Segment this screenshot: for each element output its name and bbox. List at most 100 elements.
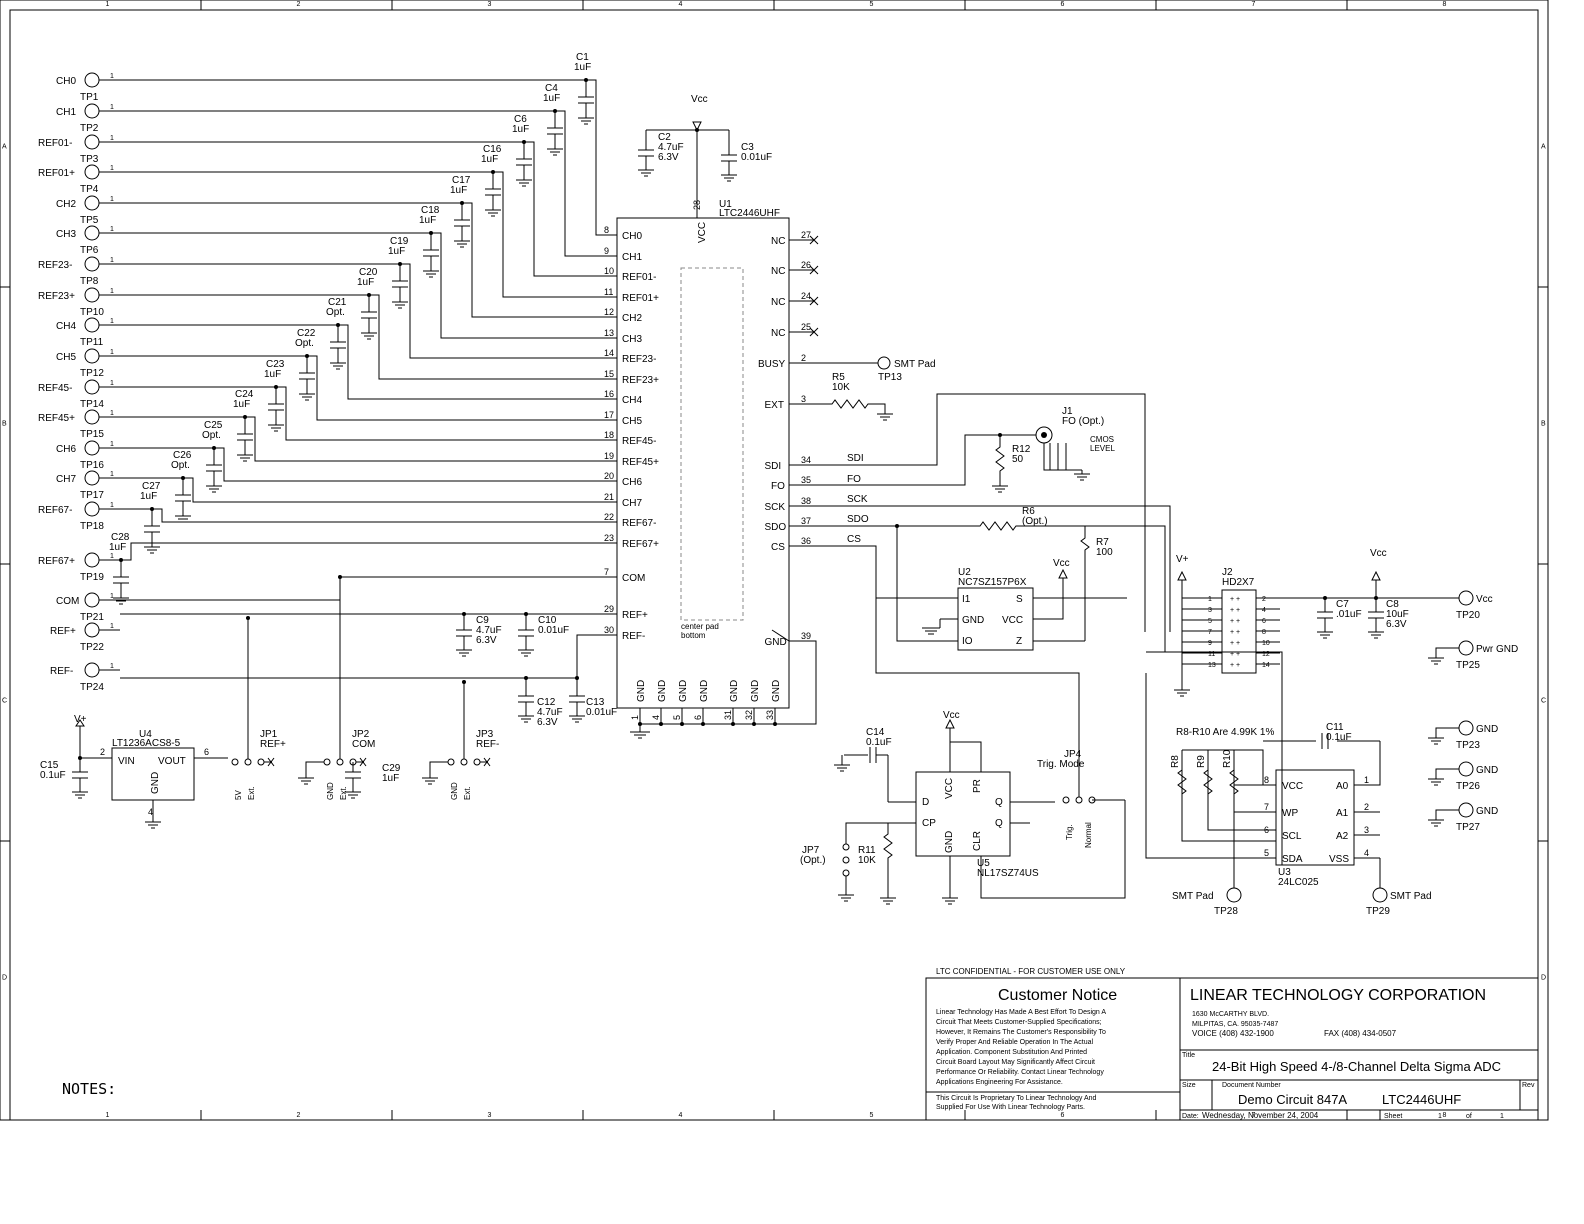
capacitor-c4 (547, 111, 563, 156)
input-wire (99, 508, 617, 523)
notice-line: Applications Engineering For Assistance. (936, 1079, 1063, 1086)
gnd-wire (1428, 727, 1459, 745)
notice-line: Circuit That Meets Customer-Supplied Spe… (936, 1019, 1102, 1026)
u1-pin-label: REF+ (622, 610, 648, 621)
u1-bottom-number: 33 (765, 710, 775, 720)
tp-label: TP5 (80, 215, 99, 226)
jp2-pin[interactable] (323, 758, 331, 766)
net-fo: FO (847, 474, 861, 485)
testpoint-tp27 (1458, 802, 1474, 818)
net-label: REF01- (38, 138, 72, 149)
u3-ref: U3 (1278, 867, 1291, 878)
resistor-ref: R8 (1170, 755, 1181, 768)
j2-pin-dot: + + (1230, 596, 1240, 603)
u1-right-number: 35 (801, 475, 811, 485)
tp28-lbl: SMT Pad (1172, 891, 1214, 902)
u4-gnd: GND (150, 772, 161, 794)
u1-right-number: 3 (801, 394, 806, 404)
junction (181, 476, 185, 480)
u1-right-number: 34 (801, 455, 811, 465)
r12-ref: R12 (1012, 444, 1031, 455)
u3-right-label: A2 (1336, 831, 1349, 842)
c29-val: 1uF (382, 773, 399, 784)
u1-pin-number: 13 (604, 328, 614, 338)
c14-ref: C14 (866, 727, 885, 738)
input-capacitors: C11uFC41uFC61uFC161uFC171uFC181uFC191uFC… (109, 52, 594, 605)
jp1-pin[interactable] (244, 758, 252, 766)
c3-ref: C3 (741, 142, 754, 153)
u5-ref: U5 (977, 858, 990, 869)
c13-ref: C13 (586, 697, 605, 708)
tp-label: TP12 (80, 368, 104, 379)
testpoint-ref01- (84, 134, 100, 150)
junction (150, 507, 154, 511)
jp3-pin[interactable] (447, 758, 455, 766)
r5-ref: R5 (832, 372, 845, 383)
u2-ref: U2 (958, 567, 971, 578)
c9-volt: 6.3V (476, 635, 497, 646)
u1-pin-label: REF01+ (622, 293, 659, 304)
u1-right-label: EXT (765, 400, 784, 411)
u1-pin-number: 8 (604, 225, 609, 235)
tp29-lbl: SMT Pad (1390, 891, 1432, 902)
junction (522, 140, 526, 144)
u1-adc: U1 LTC2446UHF center pad bottom VCC 28 (616, 199, 790, 709)
testpoint-ref45- (84, 409, 100, 425)
out-tp-label: GND (1476, 806, 1498, 817)
jp7-name: (Opt.) (800, 855, 826, 866)
c15-ref: C15 (40, 760, 59, 771)
tp28-ref: TP28 (1214, 906, 1238, 917)
row-label: D (1541, 975, 1546, 982)
u1-pin-number: 12 (604, 307, 614, 317)
notes-label: NOTES: (62, 1080, 116, 1098)
jp3-pin[interactable] (473, 758, 481, 766)
cap-val: Opt. (171, 460, 190, 471)
c7-val: .01uF (1336, 609, 1362, 620)
c12-volt: 6.3V (537, 717, 558, 728)
jp2-name: COM (352, 739, 375, 750)
jp4-b: Normal (1084, 822, 1093, 848)
resistor-r10 (1229, 769, 1239, 800)
jp1-label-a: 5V (234, 790, 243, 800)
tp-label: TP18 (80, 521, 104, 532)
sheet-of: of (1466, 1113, 1472, 1120)
testpoint-ch5 (84, 348, 100, 364)
j1-note2: LEVEL (1090, 444, 1115, 453)
u4-reference: U4 LT1236ACS8-5 VIN VOUT GND 2 6 4 V+ C1… (40, 714, 228, 829)
addr-2: MILPITAS, CA. 95035-7487 (1192, 1021, 1278, 1028)
jp3-pin[interactable] (460, 758, 468, 766)
u1-pin-label: REF- (622, 631, 645, 642)
r7-ref: R7 (1096, 537, 1109, 548)
jp1-name: REF+ (260, 739, 286, 750)
jp1-pin[interactable] (231, 758, 239, 766)
notice-line: Performance Or Reliability. Contact Line… (936, 1069, 1104, 1076)
input-wire (99, 202, 617, 318)
u1-right-label: SDO (765, 522, 787, 533)
u3-left-label: SDA (1282, 854, 1303, 865)
u2-part: NC7SZ157P6X (958, 577, 1027, 588)
j2-left-pin: 1 (1208, 596, 1212, 603)
u1-pin-label: REF45- (622, 436, 656, 447)
jp2-pin[interactable] (336, 758, 344, 766)
u1-pin-number: 19 (604, 451, 614, 461)
c8-ref: C8 (1386, 599, 1399, 610)
u1-right-number: 24 (801, 291, 811, 301)
c2-val: 4.7uF (658, 142, 684, 153)
tp-label: TP10 (80, 307, 104, 318)
junction (367, 293, 371, 297)
tp-label: TP1 (80, 92, 99, 103)
j2-pin-dot: + + (1230, 629, 1240, 636)
jp1-pin[interactable] (257, 758, 265, 766)
out-tp-label: Vcc (1476, 594, 1493, 605)
u1-pad: center pad (681, 622, 719, 631)
out-tp-label: Pwr GND (1476, 644, 1518, 655)
j2-right-pin: 10 (1262, 640, 1270, 647)
net-sdo: SDO (847, 514, 869, 525)
u3-note: R8-R10 Are 4.99K 1% (1176, 727, 1274, 738)
cap-ref: C28 (111, 532, 130, 543)
u1-right-number: 26 (801, 260, 811, 270)
column-label: 6 (1061, 1112, 1065, 1119)
cap-ref: C18 (421, 205, 440, 216)
jp7-ref: JP7 (802, 845, 820, 856)
